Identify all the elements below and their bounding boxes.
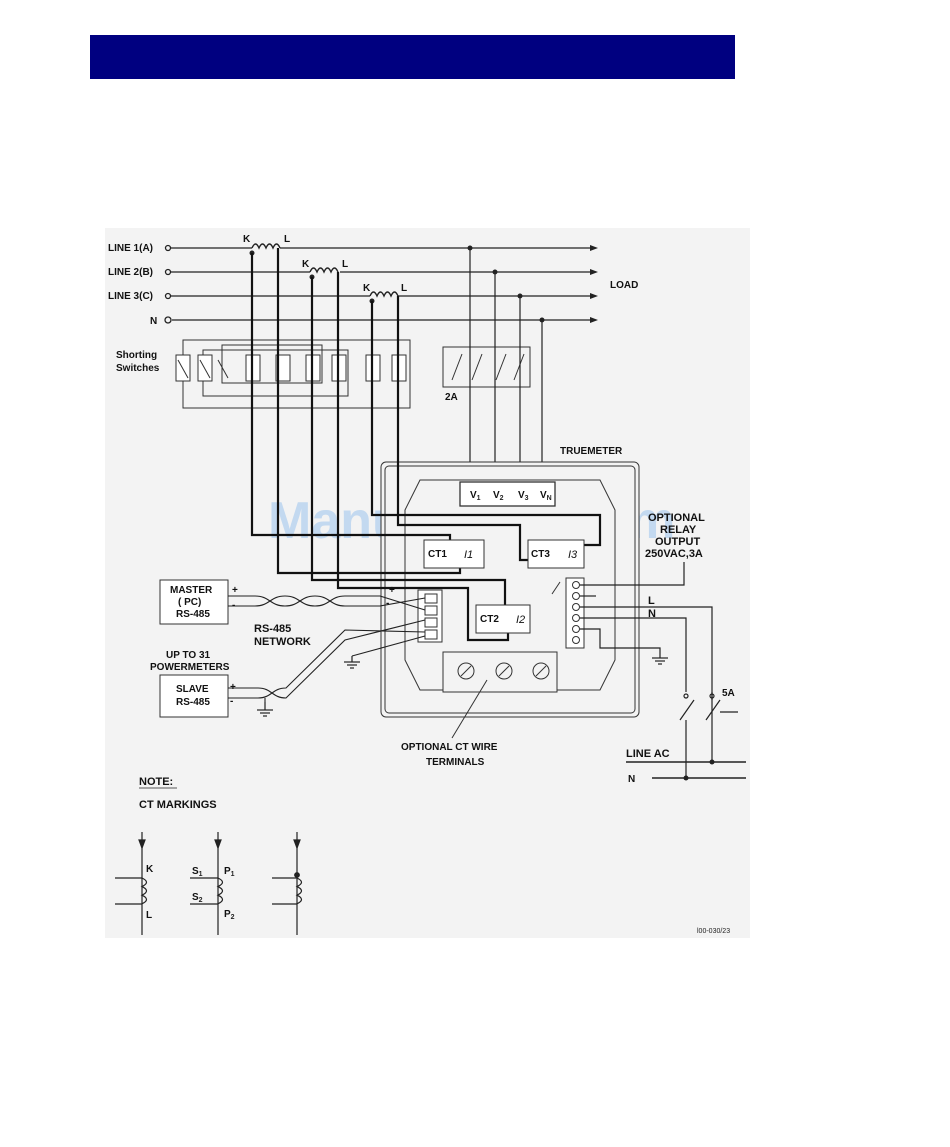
note-p2-label: P2: [224, 909, 235, 921]
line1-label: LINE 1(A): [108, 243, 153, 254]
relay-l-label: L: [648, 595, 655, 607]
master-label-3: RS-485: [176, 609, 210, 620]
ct3-k-label: K: [363, 283, 371, 294]
fuse-2a-label: 2A: [445, 392, 458, 403]
note-k-label: K: [146, 864, 154, 875]
power-terminal-block: [565, 577, 585, 649]
voltage-fuse-block: [442, 346, 531, 388]
master-label-2: ( PC): [178, 597, 201, 608]
line3-label: LINE 3(C): [108, 291, 153, 302]
ct-boxes: [423, 539, 585, 634]
ct3-l-label: L: [401, 283, 407, 294]
optional-ct-label-1: OPTIONAL CT WIRE: [401, 742, 498, 753]
ct-coils: [251, 243, 399, 298]
slave-label-1: SLAVE: [176, 684, 209, 695]
up-to-label-1: UP TO 31: [166, 650, 211, 661]
load-label: LOAD: [610, 280, 638, 291]
ct2-label: CT2: [480, 614, 499, 625]
note-s2-label: S2: [192, 892, 203, 904]
shorting-label-1: Shorting: [116, 350, 157, 361]
ct2-k-label: K: [302, 259, 310, 270]
v1-label: V1: [470, 490, 481, 502]
ct2-l-label: L: [342, 259, 348, 270]
header-bar: [90, 35, 735, 79]
load-arrows: [590, 245, 598, 323]
note-p1-label: P1: [224, 866, 235, 878]
relay-label-4: 250VAC,3A: [645, 548, 703, 560]
shorting-label-2: Switches: [116, 363, 160, 374]
vn-label: VN: [540, 490, 552, 502]
slave-minus: -: [230, 696, 233, 707]
up-to-label-2: POWERMETERS: [150, 662, 230, 673]
slave-label-2: RS-485: [176, 697, 210, 708]
power-wiring: [580, 562, 746, 779]
note-s1-label: S1: [192, 866, 203, 878]
neutral-label: N: [150, 316, 157, 327]
optional-ct-terminals: [442, 651, 558, 739]
relay-contact: [551, 581, 561, 595]
relay-label-1: OPTIONAL: [648, 512, 705, 524]
ct1-label: CT1: [428, 549, 447, 560]
ground-symbols: [257, 654, 668, 717]
rs485-network-label-2: NETWORK: [254, 636, 311, 648]
ct-wires: [250, 248, 602, 642]
ct1-k-label: K: [243, 234, 251, 245]
line2-label: LINE 2(B): [108, 267, 153, 278]
rs485-wiring: [228, 595, 426, 702]
optional-ct-label-2: TERMINALS: [426, 757, 485, 768]
supply-lines: [164, 244, 592, 324]
power-dots: [683, 759, 715, 781]
ct3-label: CT3: [531, 549, 550, 560]
master-label-1: MASTER: [170, 585, 213, 596]
relay-n-label: N: [648, 608, 656, 620]
master-plus: +: [232, 585, 238, 596]
i1-label: I1: [464, 549, 473, 561]
relay-label-2: RELAY: [660, 524, 697, 536]
rs485-device-boxes: [159, 579, 229, 718]
relay-label-3: OUTPUT: [655, 536, 701, 548]
note-title: NOTE:: [139, 776, 173, 788]
drawing-code: l00-030/23: [697, 928, 730, 935]
note-l-label: L: [146, 910, 152, 921]
v3-label: V3: [518, 490, 529, 502]
voltage-wires: [469, 248, 543, 488]
v2-label: V2: [493, 490, 504, 502]
truemeter-label: TRUEMETER: [560, 446, 623, 457]
i2-label: I2: [516, 614, 525, 626]
line-ac-label: LINE AC: [626, 748, 670, 760]
ct1-l-label: L: [284, 234, 290, 245]
fuse-5a-label: 5A: [722, 688, 735, 699]
slave-plus: +: [230, 682, 236, 693]
rs485-network-label-1: RS-485: [254, 623, 291, 635]
shorting-switch-block: [175, 339, 411, 409]
i3-label: I3: [568, 549, 578, 561]
ct-markings-title: CT MARKINGS: [139, 799, 217, 811]
rs485-terminal-block: [417, 589, 443, 643]
n-ac-label: N: [628, 774, 635, 785]
meter-minus: -: [386, 598, 389, 609]
meter-plus: +: [389, 585, 395, 596]
master-minus: -: [232, 600, 235, 611]
ct-marking-symbols: [115, 832, 303, 935]
